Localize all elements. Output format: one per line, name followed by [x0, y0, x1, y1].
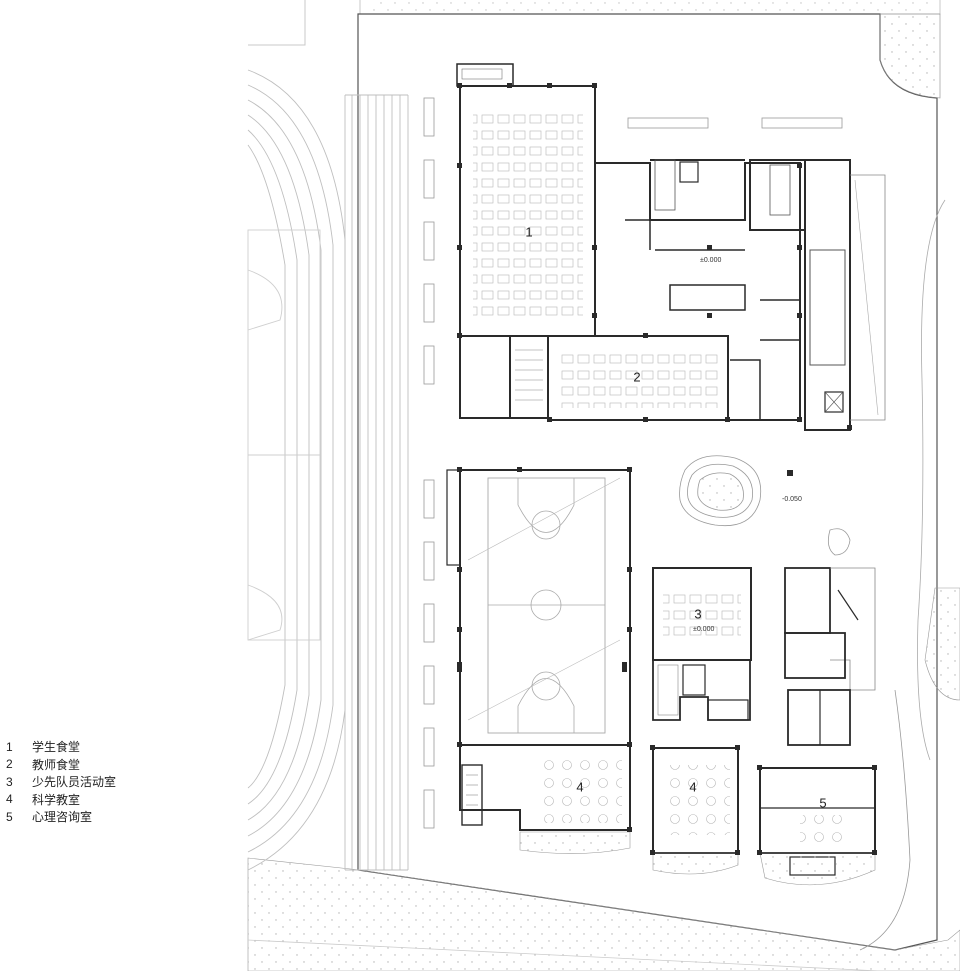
legend-number: 2 — [6, 757, 13, 772]
counseling-building — [757, 470, 877, 886]
legend-item: 1 学生食堂 — [6, 738, 116, 756]
gym-building — [446, 467, 632, 854]
legend: 1 学生食堂 2 教师食堂 3 少先队员活动室 4 科学教室 5 心理咨询室 — [6, 738, 116, 826]
legend-item: 5 心理咨询室 — [6, 808, 116, 826]
canteen-building — [456, 63, 886, 431]
legend-label: 学生食堂 — [32, 740, 81, 755]
legend-item: 2 教师食堂 — [6, 756, 116, 774]
legend-number: 1 — [6, 739, 13, 754]
activity-building — [652, 567, 752, 721]
legend-item: 4 科学教室 — [6, 791, 116, 809]
legend-number: 4 — [6, 792, 13, 807]
elevation-marker-courtyard: -0.050 — [782, 496, 802, 503]
planters — [423, 97, 843, 829]
legend-label: 少先队员活动室 — [32, 775, 117, 790]
elevation-marker-main: ±0.000 — [700, 257, 722, 264]
legend-item: 3 少先队员活动室 — [6, 773, 116, 791]
site-context — [247, 0, 960, 971]
legend-number: 5 — [6, 809, 13, 824]
legend-number: 3 — [6, 774, 13, 789]
running-track — [247, 69, 409, 871]
elevation-marker-activity: ±0.000 — [693, 626, 715, 633]
legend-label: 教师食堂 — [32, 757, 81, 772]
legend-label: 心理咨询室 — [32, 810, 93, 825]
legend-label: 科学教室 — [32, 792, 81, 807]
room-label-counseling-room: 5 — [819, 795, 827, 811]
room-label-teacher-canteen: 2 — [633, 369, 641, 385]
room-label-student-canteen: 1 — [525, 224, 533, 240]
science-building-b — [650, 745, 740, 875]
room-label-science-room-a: 4 — [576, 779, 584, 795]
room-label-activity-room: 3 — [694, 606, 702, 622]
room-label-science-room-b: 4 — [689, 779, 697, 795]
courtyard-feature — [679, 455, 851, 556]
